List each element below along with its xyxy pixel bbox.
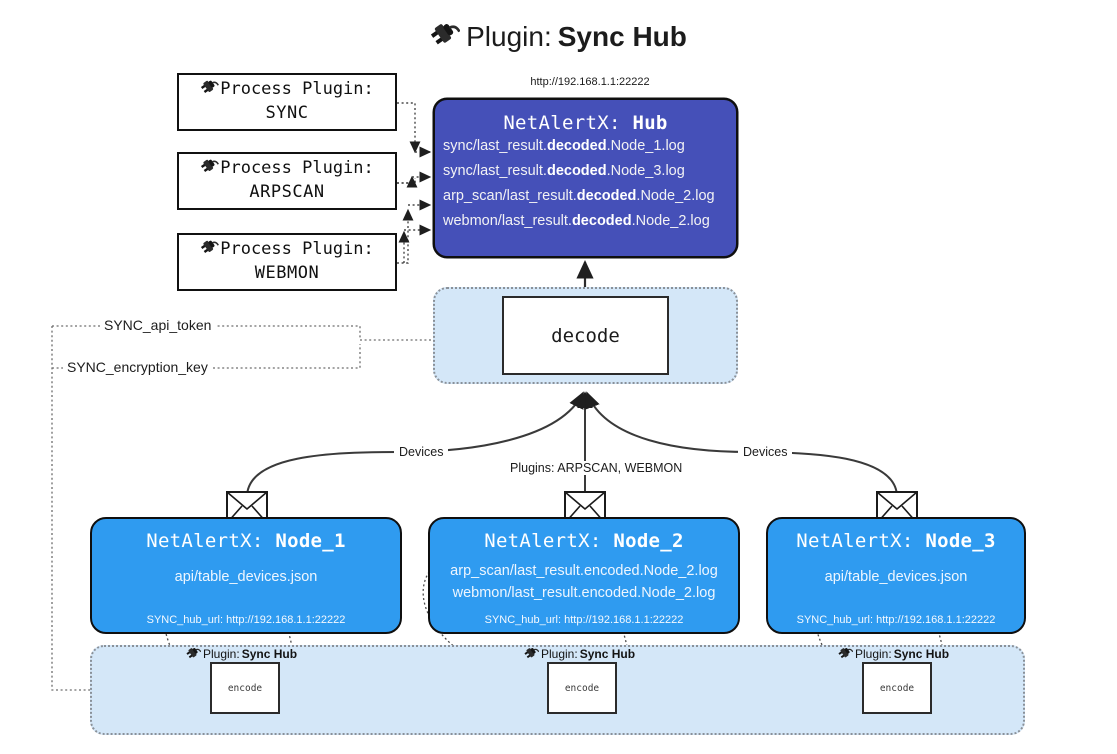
- hub-log-line: arp_scan/last_result.decoded.Node_2.log: [443, 188, 715, 204]
- sync-api-token-label: SYNC_api_token: [100, 317, 216, 333]
- title-name: Sync Hub: [557, 21, 687, 52]
- encode-box-3[interactable]: encode: [862, 662, 932, 714]
- process-plugin-label: Process Plugin:: [220, 157, 374, 178]
- title-prefix: Plugin:: [466, 21, 552, 52]
- devices-right-label: Devices: [738, 445, 793, 459]
- process-plugin-name: WEBMON: [254, 262, 320, 283]
- node-hub-url: SYNC_hub_url: http://192.168.1.1:22222: [484, 614, 684, 626]
- process-plugin-name: SYNC: [265, 102, 309, 123]
- node-data-line: webmon/last_result.encoded.Node_2.log: [452, 585, 716, 601]
- hub-node[interactable]: NetAlertX: Hub sync/last_result.decoded.…: [433, 98, 738, 258]
- process-plugin-webmon-box[interactable]: Process Plugin: WEBMON: [177, 233, 397, 291]
- process-plugin-label: Process Plugin:: [220, 78, 374, 99]
- node-data-line: api/table_devices.json: [174, 569, 318, 585]
- hub-log-line: sync/last_result.decoded.Node_1.log: [443, 138, 685, 154]
- plug-icon: [838, 645, 854, 662]
- hub-log-line: webmon/last_result.decoded.Node_2.log: [443, 213, 710, 229]
- hub-log-line: sync/last_result.decoded.Node_3.log: [443, 163, 685, 179]
- plugin-tag-3: Plugin: Sync Hub: [838, 645, 949, 662]
- page-title: Plugin: Sync Hub: [0, 14, 1117, 60]
- sync-encryption-key-label: SYNC_encryption_key: [63, 359, 212, 375]
- node-2-box[interactable]: NetAlertX: Node_2 arp_scan/last_result.e…: [428, 517, 740, 634]
- plugin-tag-2: Plugin: Sync Hub: [524, 645, 635, 662]
- hub-title: NetAlertX: Hub: [503, 112, 668, 134]
- encode-box-1[interactable]: encode: [210, 662, 280, 714]
- node-title: NetAlertX: Node_3: [796, 530, 996, 552]
- node-3-box[interactable]: NetAlertX: Node_3 api/table_devices.json…: [766, 517, 1026, 634]
- process-plugin-name: ARPSCAN: [249, 181, 325, 202]
- plug-icon: [200, 77, 220, 101]
- plugin-tag-1: Plugin: Sync Hub: [186, 645, 297, 662]
- plug-icon: [524, 645, 540, 662]
- node-1-box[interactable]: NetAlertX: Node_1 api/table_devices.json…: [90, 517, 402, 634]
- plug-icon: [200, 237, 220, 261]
- node-data-line: api/table_devices.json: [824, 569, 968, 585]
- decode-box[interactable]: decode: [502, 296, 669, 375]
- node-title: NetAlertX: Node_1: [146, 530, 346, 552]
- encode-box-2[interactable]: encode: [547, 662, 617, 714]
- plug-icon: [430, 14, 461, 60]
- node-title: NetAlertX: Node_2: [484, 530, 684, 552]
- node-data-line: arp_scan/last_result.encoded.Node_2.log: [450, 563, 718, 579]
- plug-icon: [186, 645, 202, 662]
- process-plugin-arpscan-box[interactable]: Process Plugin: ARPSCAN: [177, 152, 397, 210]
- devices-left-label: Devices: [394, 445, 449, 459]
- node-hub-url: SYNC_hub_url: http://192.168.1.1:22222: [796, 614, 996, 626]
- plug-icon: [200, 156, 220, 180]
- hub-url-label: http://192.168.1.1:22222: [530, 76, 650, 88]
- plugins-center-label: Plugins: ARPSCAN, WEBMON: [505, 461, 688, 475]
- node-hub-url: SYNC_hub_url: http://192.168.1.1:22222: [146, 614, 346, 626]
- process-plugin-sync-box[interactable]: Process Plugin: SYNC: [177, 73, 397, 131]
- process-plugin-label: Process Plugin:: [220, 238, 374, 259]
